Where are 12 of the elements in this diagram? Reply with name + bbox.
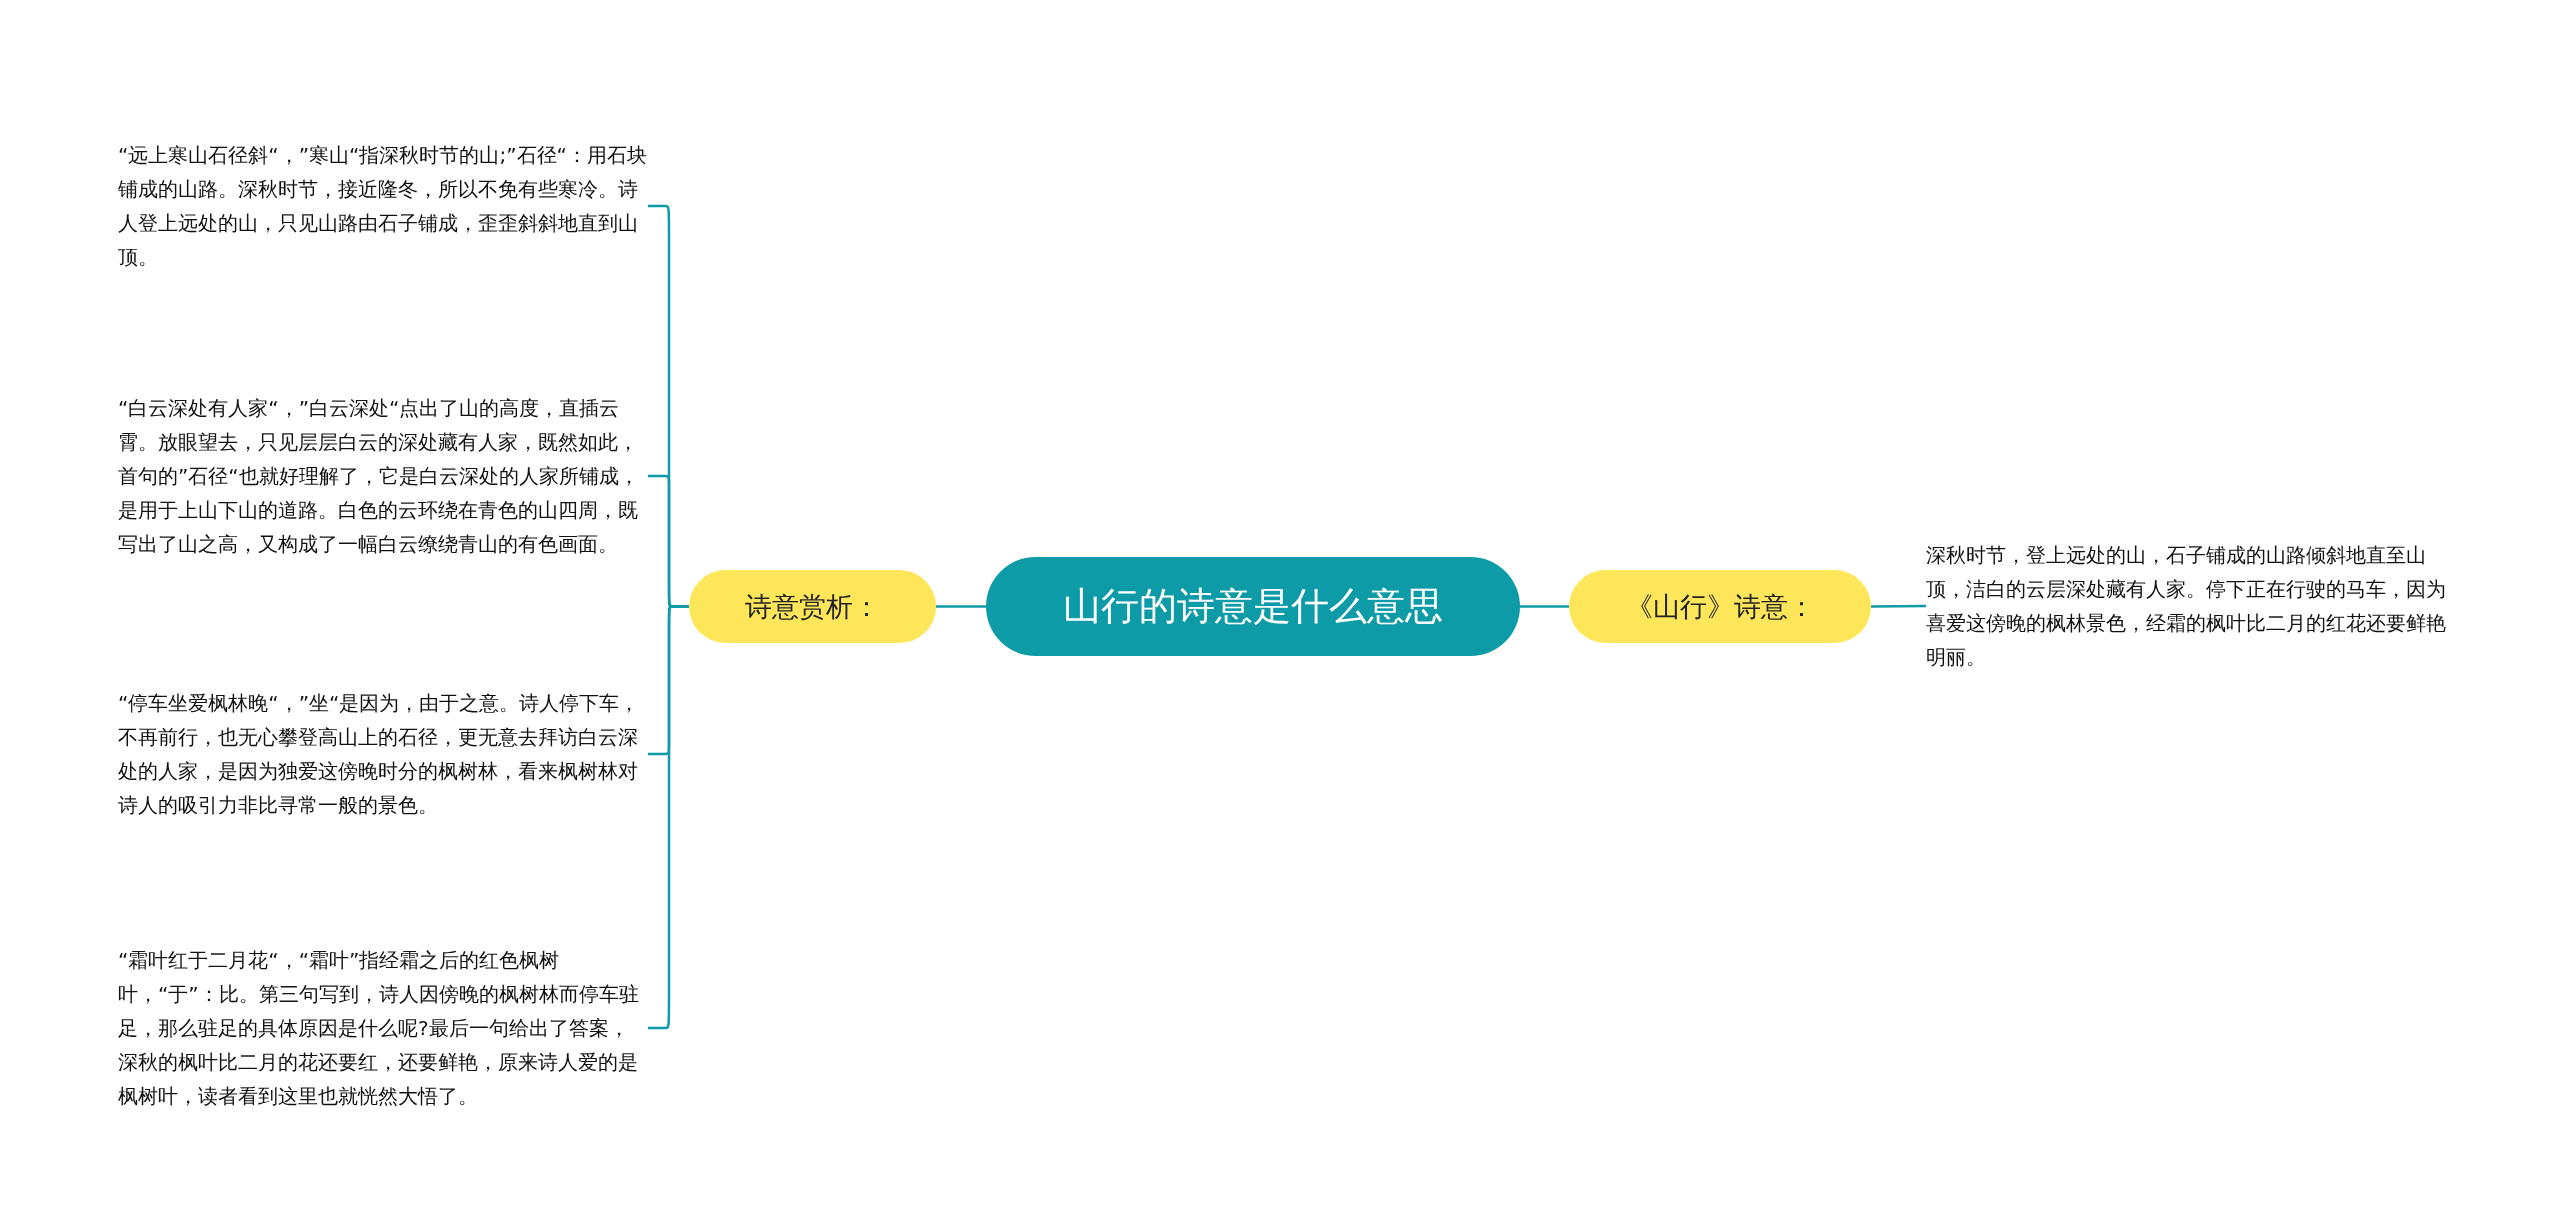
note-text: “停车坐爱枫林晚“，”坐“是因为，由于之意。诗人停下车，不再前行，也无心攀登高山上的石径，更无意去拜访白云深处的人家，是因为独爱这傍晚时分的枫树林，看来枫树林对诗人的吸引力非比寻常一般的景色。 (118, 690, 641, 819)
connector-line (1871, 604, 1926, 608)
note-text: “远上寒山石径斜“，”寒山“指深秋时节的山;”石径“：用石块铺成的山路。深秋时节，接近隆冬，所以不免有些寒冷。诗人登上远处的山，只见山路由石子铺成，歪歪斜斜地直到山顶。 (118, 142, 648, 271)
note-text: “白云深处有人家“，”白云深处“点出了山的高度，直插云霄。放眼望去，只见层层白云的深处藏有人家，既然如此，首句的”石径“也就好理解了，它是白云深处的人家所铺成，是用于上山下山的道路。白色的云环绕在青色的山四周，既写出了山之高，又构成了一幅白云缭绕青山的有色画面。 (118, 395, 640, 558)
note-text: “霜叶红于二月花“，“霜叶”指经霜之后的红色枫树叶，“于”：比。第三句写到，诗人因傍晚的枫树林而停车驻足，那么驻足的具体原因是什么呢?最后一句给出了答案，深秋的枫叶比二月的花还要红，还要鲜艳，原来诗人爱的是枫树叶，读者看到这里也就恍然大悟了。 (118, 947, 640, 1110)
note-text: 深秋时节，登上远处的山，石子铺成的山路倾斜地直至山顶，洁白的云层深处藏有人家。停下正在行驶的马车，因为喜爱这傍晚的枫林景色，经霜的枫叶比二月的红花还要鲜艳明丽。 (1926, 542, 2447, 671)
connector-line (936, 605, 986, 608)
topic-text: 诗意赏析： (745, 589, 880, 624)
connector-line (1520, 605, 1569, 608)
connector-line (648, 605, 689, 1030)
topic-text: 山行的诗意是什么意思 (1063, 583, 1443, 630)
topic-text: 《山行》诗意： (1625, 589, 1815, 624)
